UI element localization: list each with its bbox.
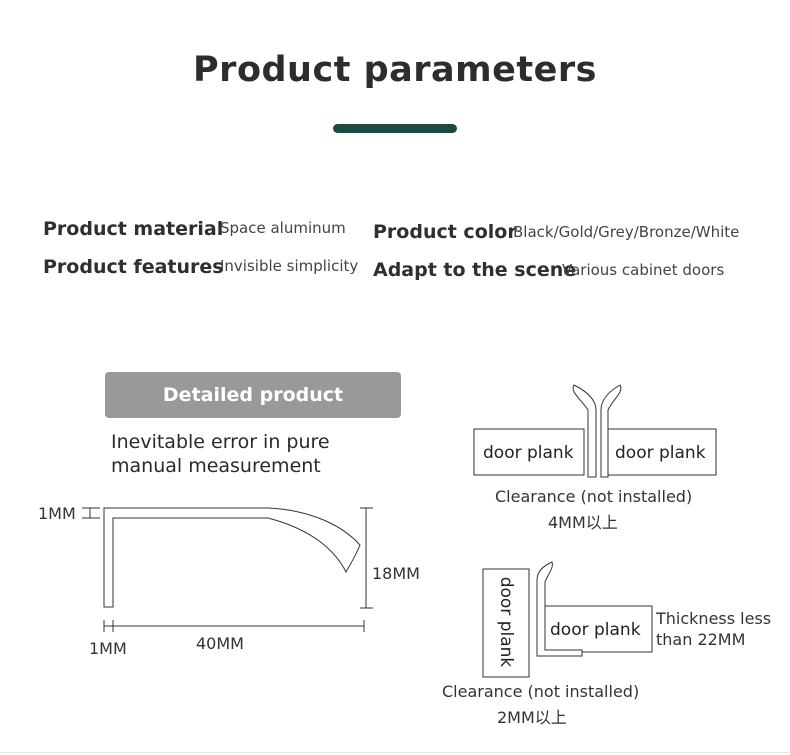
thickness-bottom-label: 1MM bbox=[89, 639, 127, 658]
profile-cross-section bbox=[82, 507, 373, 632]
scene-label: Adapt to the scene bbox=[373, 259, 577, 281]
height-label: 18MM bbox=[372, 564, 420, 583]
features-label: Product features bbox=[43, 256, 224, 278]
left-plank-label: door plank bbox=[483, 443, 574, 463]
measurement-note: Inevitable error in pure manual measurem… bbox=[111, 431, 330, 477]
material-value: Space aluminum bbox=[220, 219, 346, 237]
top-installation-diagram bbox=[473, 384, 717, 478]
color-value: Black/Gold/Grey/Bronze/White bbox=[513, 223, 740, 241]
color-label: Product color bbox=[373, 221, 517, 243]
horizontal-plank-box bbox=[542, 605, 653, 653]
scene-value: Various cabinet doors bbox=[562, 261, 725, 279]
right-clip bbox=[600, 384, 622, 478]
top-clearance-label: Clearance (not installed) bbox=[495, 487, 693, 506]
thickness-note-line1: Thickness less bbox=[656, 609, 772, 628]
thickness-note-line2: than 22MM bbox=[656, 630, 746, 649]
vertical-plank-box bbox=[482, 568, 530, 678]
profile-shape bbox=[103, 507, 361, 608]
page-title: Product parameters bbox=[193, 50, 597, 90]
bottom-clearance-value: 2MM以上 bbox=[497, 708, 567, 727]
vertical-plank-label: door plank bbox=[496, 576, 516, 668]
bottom-clip bbox=[536, 561, 583, 657]
length-label: 40MM bbox=[196, 634, 244, 653]
dimensions-badge: Detailed product dimensions bbox=[105, 372, 401, 452]
right-plank-label: door plank bbox=[615, 443, 706, 463]
title-accent-bar bbox=[333, 124, 457, 133]
left-clip bbox=[572, 384, 597, 478]
features-value: Invisible simplicity bbox=[220, 257, 359, 275]
bottom-divider bbox=[0, 752, 790, 753]
bottom-installation-diagram bbox=[482, 561, 653, 678]
material-label: Product material bbox=[43, 218, 224, 240]
thickness-top-label: 1MM bbox=[38, 504, 76, 523]
bottom-clearance-label: Clearance (not installed) bbox=[442, 682, 640, 701]
top-clearance-value: 4MM以上 bbox=[548, 513, 618, 532]
right-plank-box bbox=[605, 428, 717, 476]
left-plank-box bbox=[473, 428, 585, 476]
horizontal-plank-label: door plank bbox=[550, 620, 641, 640]
